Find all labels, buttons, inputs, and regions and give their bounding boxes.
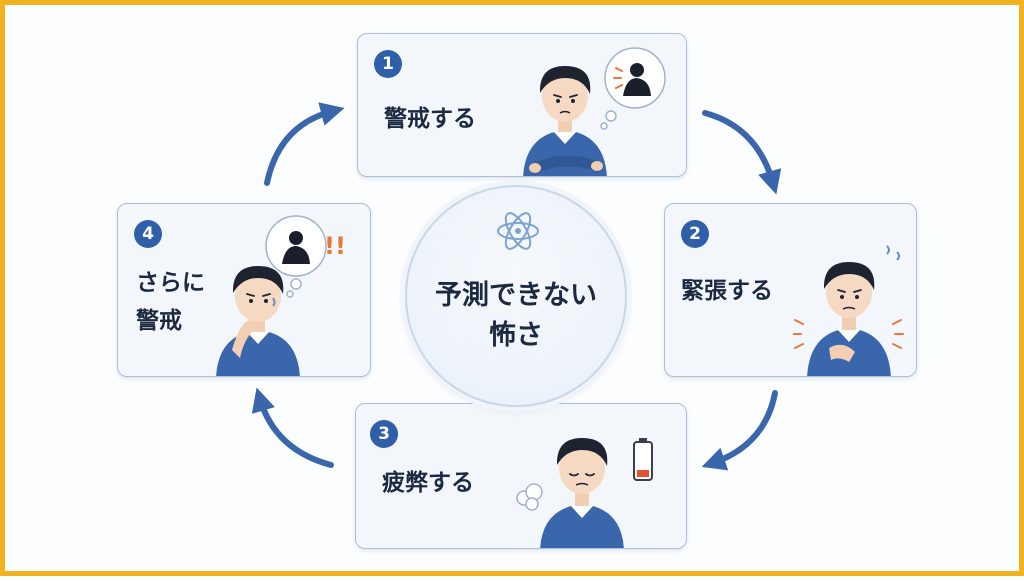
arrow-2-to-3 xyxy=(701,390,778,471)
step-number-badge: 4 xyxy=(134,220,162,248)
thought-bubble-icon xyxy=(600,47,666,130)
exclamation-mark-icon: !! xyxy=(324,232,346,260)
thought-bubble-icon xyxy=(265,215,327,298)
person-exhausted-illustration xyxy=(516,438,653,548)
step-label-line-2: 警戒 xyxy=(136,308,182,334)
sigh-puff-icon xyxy=(516,483,543,511)
arrow-4-to-1 xyxy=(264,102,345,186)
cycle-arrows xyxy=(251,102,782,471)
person-worried-illustration: !! xyxy=(216,215,346,376)
person-tense-illustration xyxy=(793,245,904,376)
step-card-2: 2 緊張する xyxy=(664,203,917,377)
step-label-line-1: さらに xyxy=(136,270,205,296)
step-number-badge: 2 xyxy=(681,220,709,248)
step-label: 疲弊する xyxy=(382,470,474,496)
center-title-line-2: 怖さ xyxy=(489,320,543,351)
step-card-4: 4 さらに 警戒 !! xyxy=(117,203,371,377)
step-number-badge: 3 xyxy=(370,420,398,448)
person-arms-crossed-illustration xyxy=(523,47,666,176)
arrow-1-to-2 xyxy=(702,110,782,195)
step-card-1: 1 警戒する xyxy=(357,33,687,177)
center-concept-circle: 予測できない 怖さ xyxy=(405,185,627,407)
step-card-3: 3 疲弊する xyxy=(355,403,687,549)
step-number-badge: 1 xyxy=(374,50,402,78)
step-label: 警戒する xyxy=(384,106,476,132)
low-battery-icon xyxy=(633,438,653,481)
step-label: 緊張する xyxy=(681,278,773,304)
arrow-3-to-4 xyxy=(251,387,334,468)
atom-icon xyxy=(497,212,539,250)
center-title-line-1: 予測できない xyxy=(435,280,597,311)
